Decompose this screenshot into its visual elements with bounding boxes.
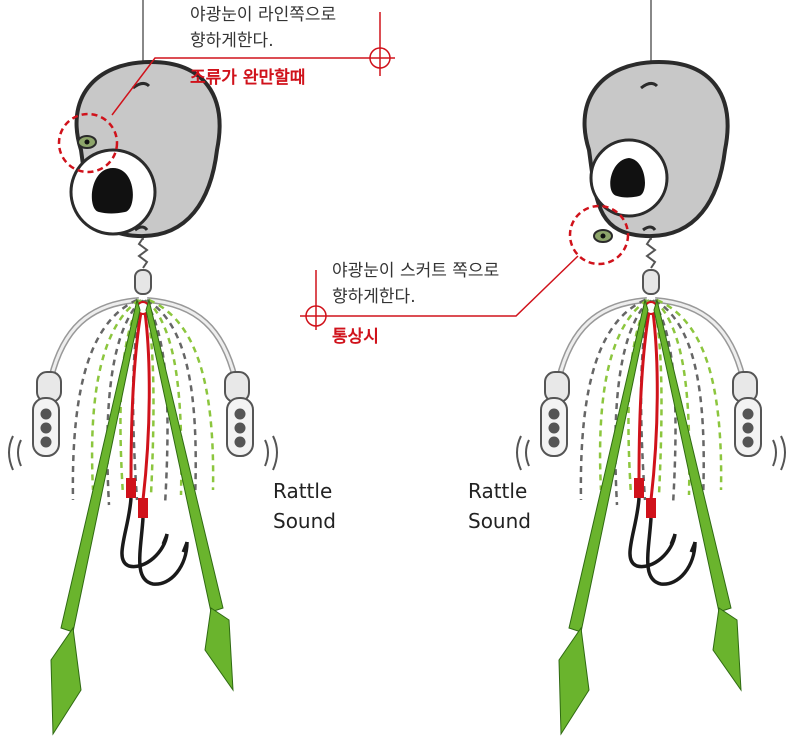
glow-eye-highlight-left — [57, 112, 119, 174]
callout-leader-left — [111, 12, 395, 116]
callout-leader-right — [300, 255, 579, 330]
instruction-line1-right: 야광눈이 스커트 쪽으로 — [332, 261, 500, 281]
condition-label-right: 통상시 — [332, 327, 379, 347]
rattle-word-right: Rattle — [468, 479, 528, 503]
instruction-note-right: 야광눈이 스커트 쪽으로 향하게한다. — [332, 258, 499, 310]
instruction-line2-left: 향하게한다. — [190, 31, 274, 51]
instruction-line2-right: 향하게한다. — [332, 287, 416, 307]
rattle-word-left: Rattle — [273, 479, 333, 503]
lure-left — [9, 0, 277, 734]
instruction-note-left: 야광눈이 라인쪽으로 향하게한다. — [190, 2, 336, 54]
condition-label-left: 조류가 완만할때 — [190, 68, 306, 88]
sound-word-right: Sound — [468, 509, 531, 533]
glow-eye-highlight-right — [568, 204, 630, 266]
sound-word-left: Sound — [273, 509, 336, 533]
rattle-sound-label-left: Rattle Sound — [273, 476, 336, 536]
instruction-line1-left: 야광눈이 라인쪽으로 — [190, 5, 337, 25]
rattle-sound-label-right: Rattle Sound — [468, 476, 531, 536]
lure-right — [517, 0, 785, 734]
